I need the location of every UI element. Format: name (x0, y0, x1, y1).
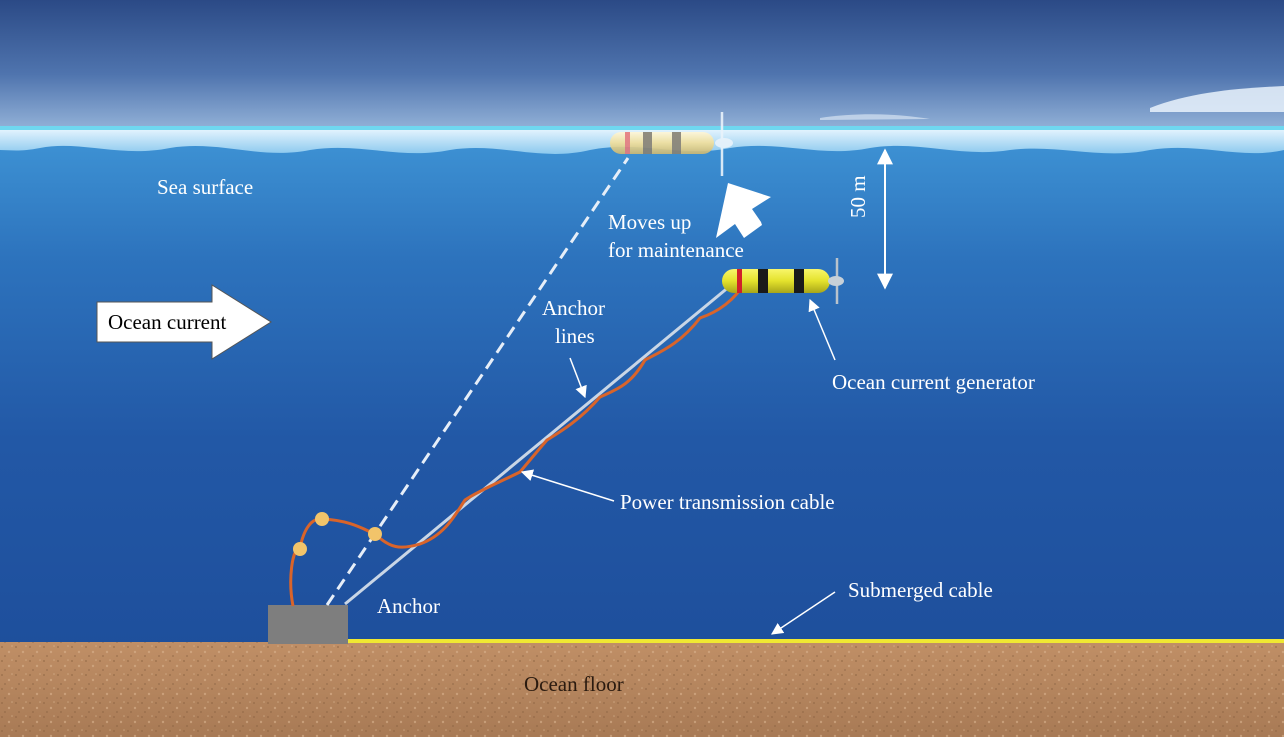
submerged-cable-label: Submerged cable (848, 578, 993, 602)
surfaced-generator (610, 112, 733, 176)
power-cable-label: Power transmission cable (620, 490, 835, 514)
sea-surface-label: Sea surface (157, 175, 254, 199)
ocean-current-label: Ocean current (108, 310, 227, 334)
anchor-line (344, 284, 731, 606)
anchor-lines-label-line2: lines (555, 324, 595, 348)
moves-up-label-line2: for maintenance (608, 238, 744, 262)
submerged-cable-leader (771, 591, 836, 635)
anchor-lines-label-line1: Anchor (542, 296, 605, 320)
power-cable-leader (520, 469, 615, 502)
cable-float (368, 527, 382, 541)
generator-leader (808, 298, 836, 361)
sea-surface-line (0, 126, 1284, 130)
generator-label: Ocean current generator (832, 370, 1035, 394)
water (0, 128, 1284, 648)
moves-up-label-line1: Moves up (608, 210, 692, 234)
moves-up-arrow (716, 183, 771, 238)
ocean-floor-texture (0, 642, 1284, 737)
cable-float (315, 512, 329, 526)
anchor-line-surfaced (325, 157, 630, 606)
ocean-floor-label: Ocean floor (524, 672, 624, 696)
cloud (1150, 86, 1284, 112)
cable-float (293, 542, 307, 556)
ocean-current-arrow (96, 284, 272, 360)
cloud (820, 114, 930, 120)
depth-label: 50 m (846, 175, 870, 218)
anchor-label: Anchor (377, 594, 440, 618)
anchor-lines-leader (569, 357, 587, 399)
ocean-current-generator (722, 258, 844, 304)
anchor-block (268, 605, 348, 644)
sky (0, 0, 1284, 135)
